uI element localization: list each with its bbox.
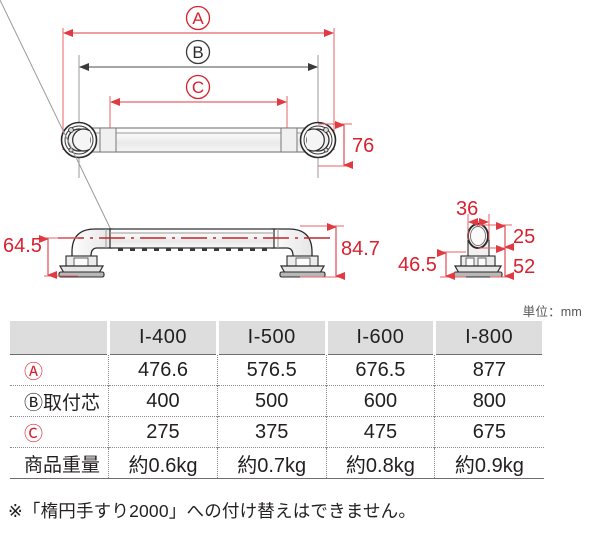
- side-view-right-base: [279, 255, 326, 278]
- row-mark-b: Ⓑ: [24, 392, 44, 414]
- row-text-weight: 商品重量: [24, 454, 101, 476]
- end-view-drawing: 36 25 52 46.5: [398, 198, 535, 280]
- cell-c-3: 675: [434, 416, 544, 448]
- balloon-c-label: C: [192, 78, 204, 97]
- units-label: 単位：mm: [522, 305, 582, 319]
- row-label-b: Ⓑ取付芯: [10, 385, 109, 417]
- cell-a-3: 877: [434, 354, 544, 386]
- cell-b-3: 800: [434, 385, 544, 417]
- table-header-row: I-400 I-500 I-600 I-800: [10, 321, 545, 355]
- footnote: ※「楕円手すり2000」への付け替えはできません。: [8, 501, 417, 521]
- row-label-a: Ⓐ: [10, 354, 109, 386]
- side-view-left-base: [58, 255, 105, 278]
- cell-c-0: 275: [108, 416, 218, 448]
- cell-weight-1: 約0.7kg: [216, 447, 327, 479]
- table-row: Ⓐ 476.6 576.5 676.5 877: [10, 354, 544, 386]
- dimension-label-64-5: 64.5: [3, 235, 42, 257]
- end-view-base: [453, 255, 503, 278]
- table-row: 商品重量 約0.6kg 約0.7kg 約0.8kg 約0.9kg: [10, 447, 544, 479]
- dimension-label-52: 52: [513, 256, 535, 278]
- dimension-label-76: 76: [352, 135, 374, 157]
- dimension-label-36: 36: [456, 198, 478, 220]
- dimension-label-25: 25: [513, 226, 535, 248]
- table-row: Ⓒ 275 375 475 675: [10, 416, 544, 448]
- row-label-c: Ⓒ: [10, 416, 109, 448]
- table-row: Ⓑ取付芯 400 500 600 800: [10, 385, 544, 417]
- table-column-header-1: I-500: [215, 321, 328, 355]
- balloon-c: C: [185, 74, 211, 100]
- row-mark-a: Ⓐ: [24, 361, 44, 383]
- table-column-header-2: I-600: [324, 321, 437, 355]
- table-corner-cell: [10, 321, 111, 355]
- balloon-b-label: B: [192, 43, 203, 62]
- cell-b-1: 500: [216, 385, 327, 417]
- end-view-tube-section: [467, 223, 489, 249]
- cell-c-2: 475: [325, 416, 435, 448]
- row-text-b: 取付芯: [43, 392, 101, 414]
- cell-a-1: 576.5: [216, 354, 327, 386]
- cell-b-0: 400: [108, 385, 218, 417]
- cell-a-2: 676.5: [325, 354, 435, 386]
- balloon-b: B: [185, 39, 211, 65]
- balloon-a: A: [185, 5, 211, 31]
- dimension-label-84-7: 84.7: [341, 238, 380, 260]
- top-view-drawing: A B C: [60, 5, 374, 178]
- top-view-rail-body: [87, 127, 310, 153]
- cell-weight-3: 約0.9kg: [434, 447, 544, 479]
- cell-weight-0: 約0.6kg: [108, 447, 218, 479]
- cell-a-0: 476.6: [108, 354, 218, 386]
- side-view-drawing: 64.5 84.7: [0, 0, 380, 280]
- row-label-weight: 商品重量: [10, 447, 109, 479]
- side-view-grip-bar: [109, 228, 275, 251]
- cell-weight-2: 約0.8kg: [325, 447, 435, 479]
- cell-c-1: 375: [216, 416, 327, 448]
- cell-b-2: 600: [325, 385, 435, 417]
- balloon-a-label: A: [192, 9, 204, 28]
- top-view-right-flange: [299, 121, 337, 159]
- specification-table: I-400 I-500 I-600 I-800 Ⓐ 476.6 576.5 67…: [10, 321, 545, 479]
- dimension-label-46-5: 46.5: [398, 254, 437, 276]
- row-mark-c: Ⓒ: [24, 423, 44, 445]
- top-view-left-flange: [60, 121, 98, 159]
- table-column-header-3: I-800: [433, 321, 545, 355]
- table-column-header-0: I-400: [107, 321, 219, 355]
